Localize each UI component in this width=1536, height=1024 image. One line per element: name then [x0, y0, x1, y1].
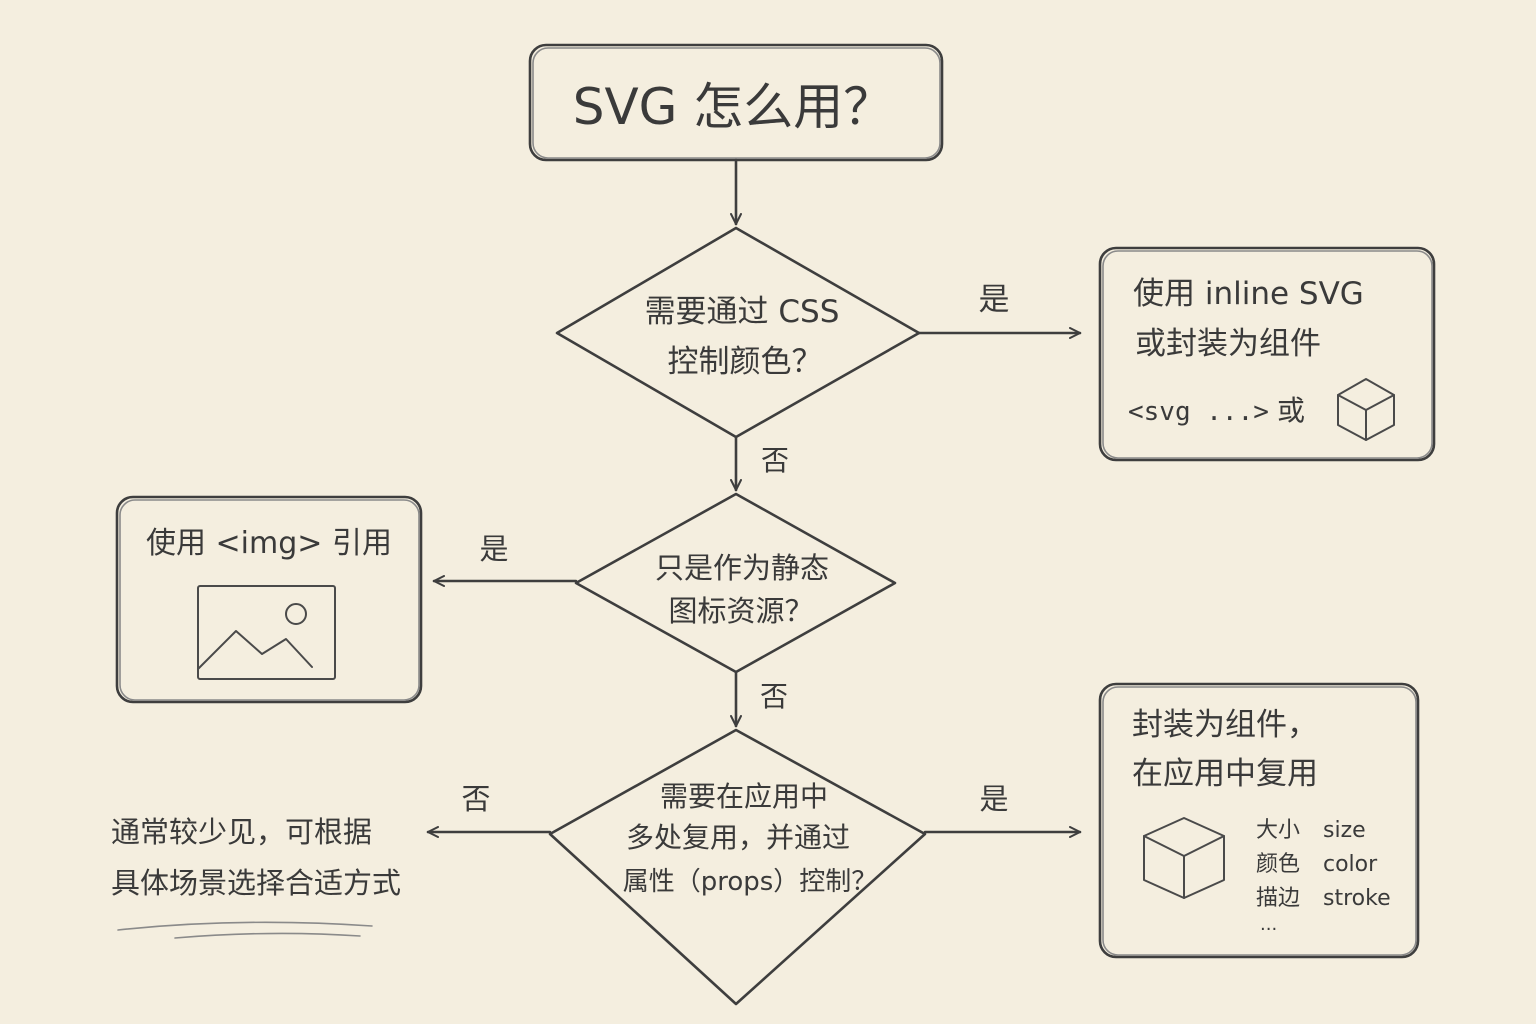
result-inline-code: <svg ...>	[1128, 397, 1269, 427]
prop-size-en: size	[1323, 818, 1366, 843]
decision-1-line2: 控制颜色？	[668, 344, 823, 380]
edge-d2-yes-label: 是	[479, 532, 508, 566]
prop-color-en: color	[1323, 852, 1378, 877]
edge-d1-no-label: 否	[761, 444, 789, 477]
underline-decoration	[117, 921, 373, 931]
edge-d3-no-label: 否	[461, 782, 490, 816]
decision-1-line1: 需要通过 CSS	[645, 294, 840, 330]
result-rare-note: 通常较少见，可根据 具体场景选择合适方式	[111, 815, 401, 939]
edge-d1-yes-label: 是	[979, 282, 1010, 318]
prop-size-cn: 大小	[1256, 818, 1300, 843]
rare-line2: 具体场景选择合适方式	[111, 866, 401, 900]
edge-d3-yes-label: 是	[979, 782, 1008, 816]
result-component: 封装为组件， 在应用中复用 大小 size 颜色 color 描边 stroke…	[1098, 682, 1420, 959]
decision-reuse-props: 需要在应用中 多处复用，并通过 属性（props）控制？	[548, 728, 927, 1006]
component-line1: 封装为组件，	[1132, 707, 1318, 743]
underline-decoration-2	[174, 932, 361, 939]
result-inline-svg: 使用 inline SVG 或封装为组件 <svg ...> 或	[1098, 246, 1436, 462]
result-inline-or: 或	[1277, 394, 1305, 427]
decision-2-line2: 图标资源？	[668, 594, 813, 628]
image-placeholder-icon	[197, 585, 336, 680]
decision-3-line3: 属性（props）控制？	[623, 867, 878, 897]
decision-3-line1: 需要在应用中	[660, 780, 828, 813]
decision-2-line1: 只是作为静态	[655, 551, 829, 585]
edge-d2-no-label: 否	[760, 680, 788, 713]
rare-line1: 通常较少见，可根据	[111, 815, 372, 849]
prop-color-cn: 颜色	[1256, 852, 1300, 877]
component-line2: 在应用中复用	[1132, 756, 1318, 792]
result-img-tag: 使用 <img> 引用	[115, 495, 423, 704]
result-img-label: 使用 <img> 引用	[146, 526, 392, 561]
title-text: SVG 怎么用？	[573, 78, 894, 136]
result-inline-line1: 使用 inline SVG	[1133, 276, 1364, 312]
title-node: SVG 怎么用？	[528, 43, 944, 162]
decision-css-color: 需要通过 CSS 控制颜色？	[555, 226, 921, 439]
result-inline-line2: 或封装为组件	[1135, 326, 1321, 362]
cube-icon	[1337, 378, 1395, 441]
prop-stroke-en: stroke	[1323, 886, 1391, 911]
decision-3-line2: 多处复用，并通过	[626, 821, 850, 854]
decision-static-icon: 只是作为静态 图标资源？	[574, 492, 897, 674]
cube-icon	[1143, 817, 1225, 899]
prop-stroke-cn: 描边	[1256, 886, 1300, 911]
prop-more: ···	[1260, 919, 1277, 940]
